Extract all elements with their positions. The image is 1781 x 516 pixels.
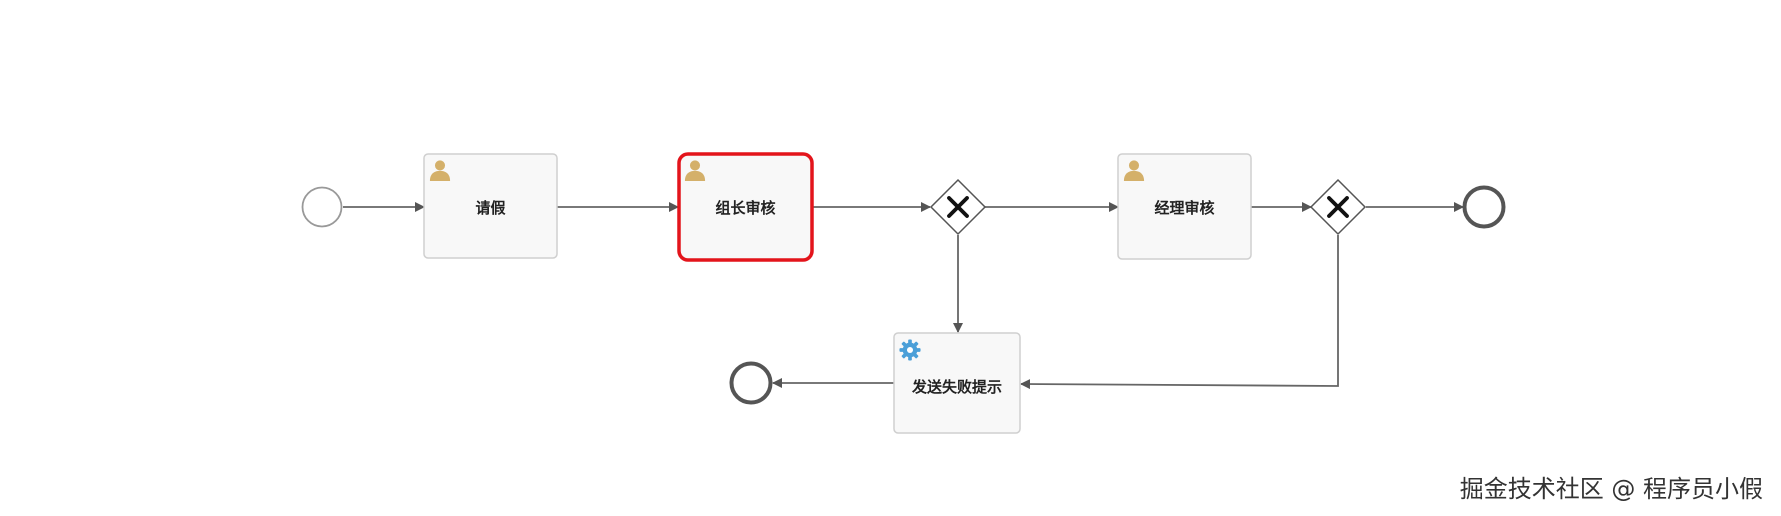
task-send-failure-notice[interactable]: 发送失败提示: [893, 332, 1021, 434]
task-label: 经理审核: [1154, 199, 1214, 217]
watermark: 掘金技术社区 @ 程序员小假: [1459, 475, 1763, 503]
gear-icon: [899, 339, 921, 361]
end-event-rejected[interactable]: [729, 361, 773, 405]
task-manager-review[interactable]: 经理审核: [1117, 153, 1252, 260]
x-mark-icon: [947, 196, 969, 218]
task-request-leave[interactable]: 请假: [423, 153, 558, 259]
task-label: 请假: [475, 199, 506, 217]
task-label: 发送失败提示: [911, 378, 1002, 396]
exclusive-gateway-1[interactable]: [929, 178, 987, 236]
exclusive-gateway-2[interactable]: [1309, 178, 1367, 236]
sequence-flows: [343, 202, 1464, 390]
x-mark-icon: [1327, 196, 1349, 218]
task-leader-review[interactable]: 组长审核: [677, 152, 814, 262]
flow-gateway2-to-failure[interactable]: [1020, 235, 1339, 390]
end-event-approved[interactable]: [1462, 185, 1506, 229]
task-label: 组长审核: [715, 199, 775, 217]
start-event[interactable]: [301, 186, 343, 228]
